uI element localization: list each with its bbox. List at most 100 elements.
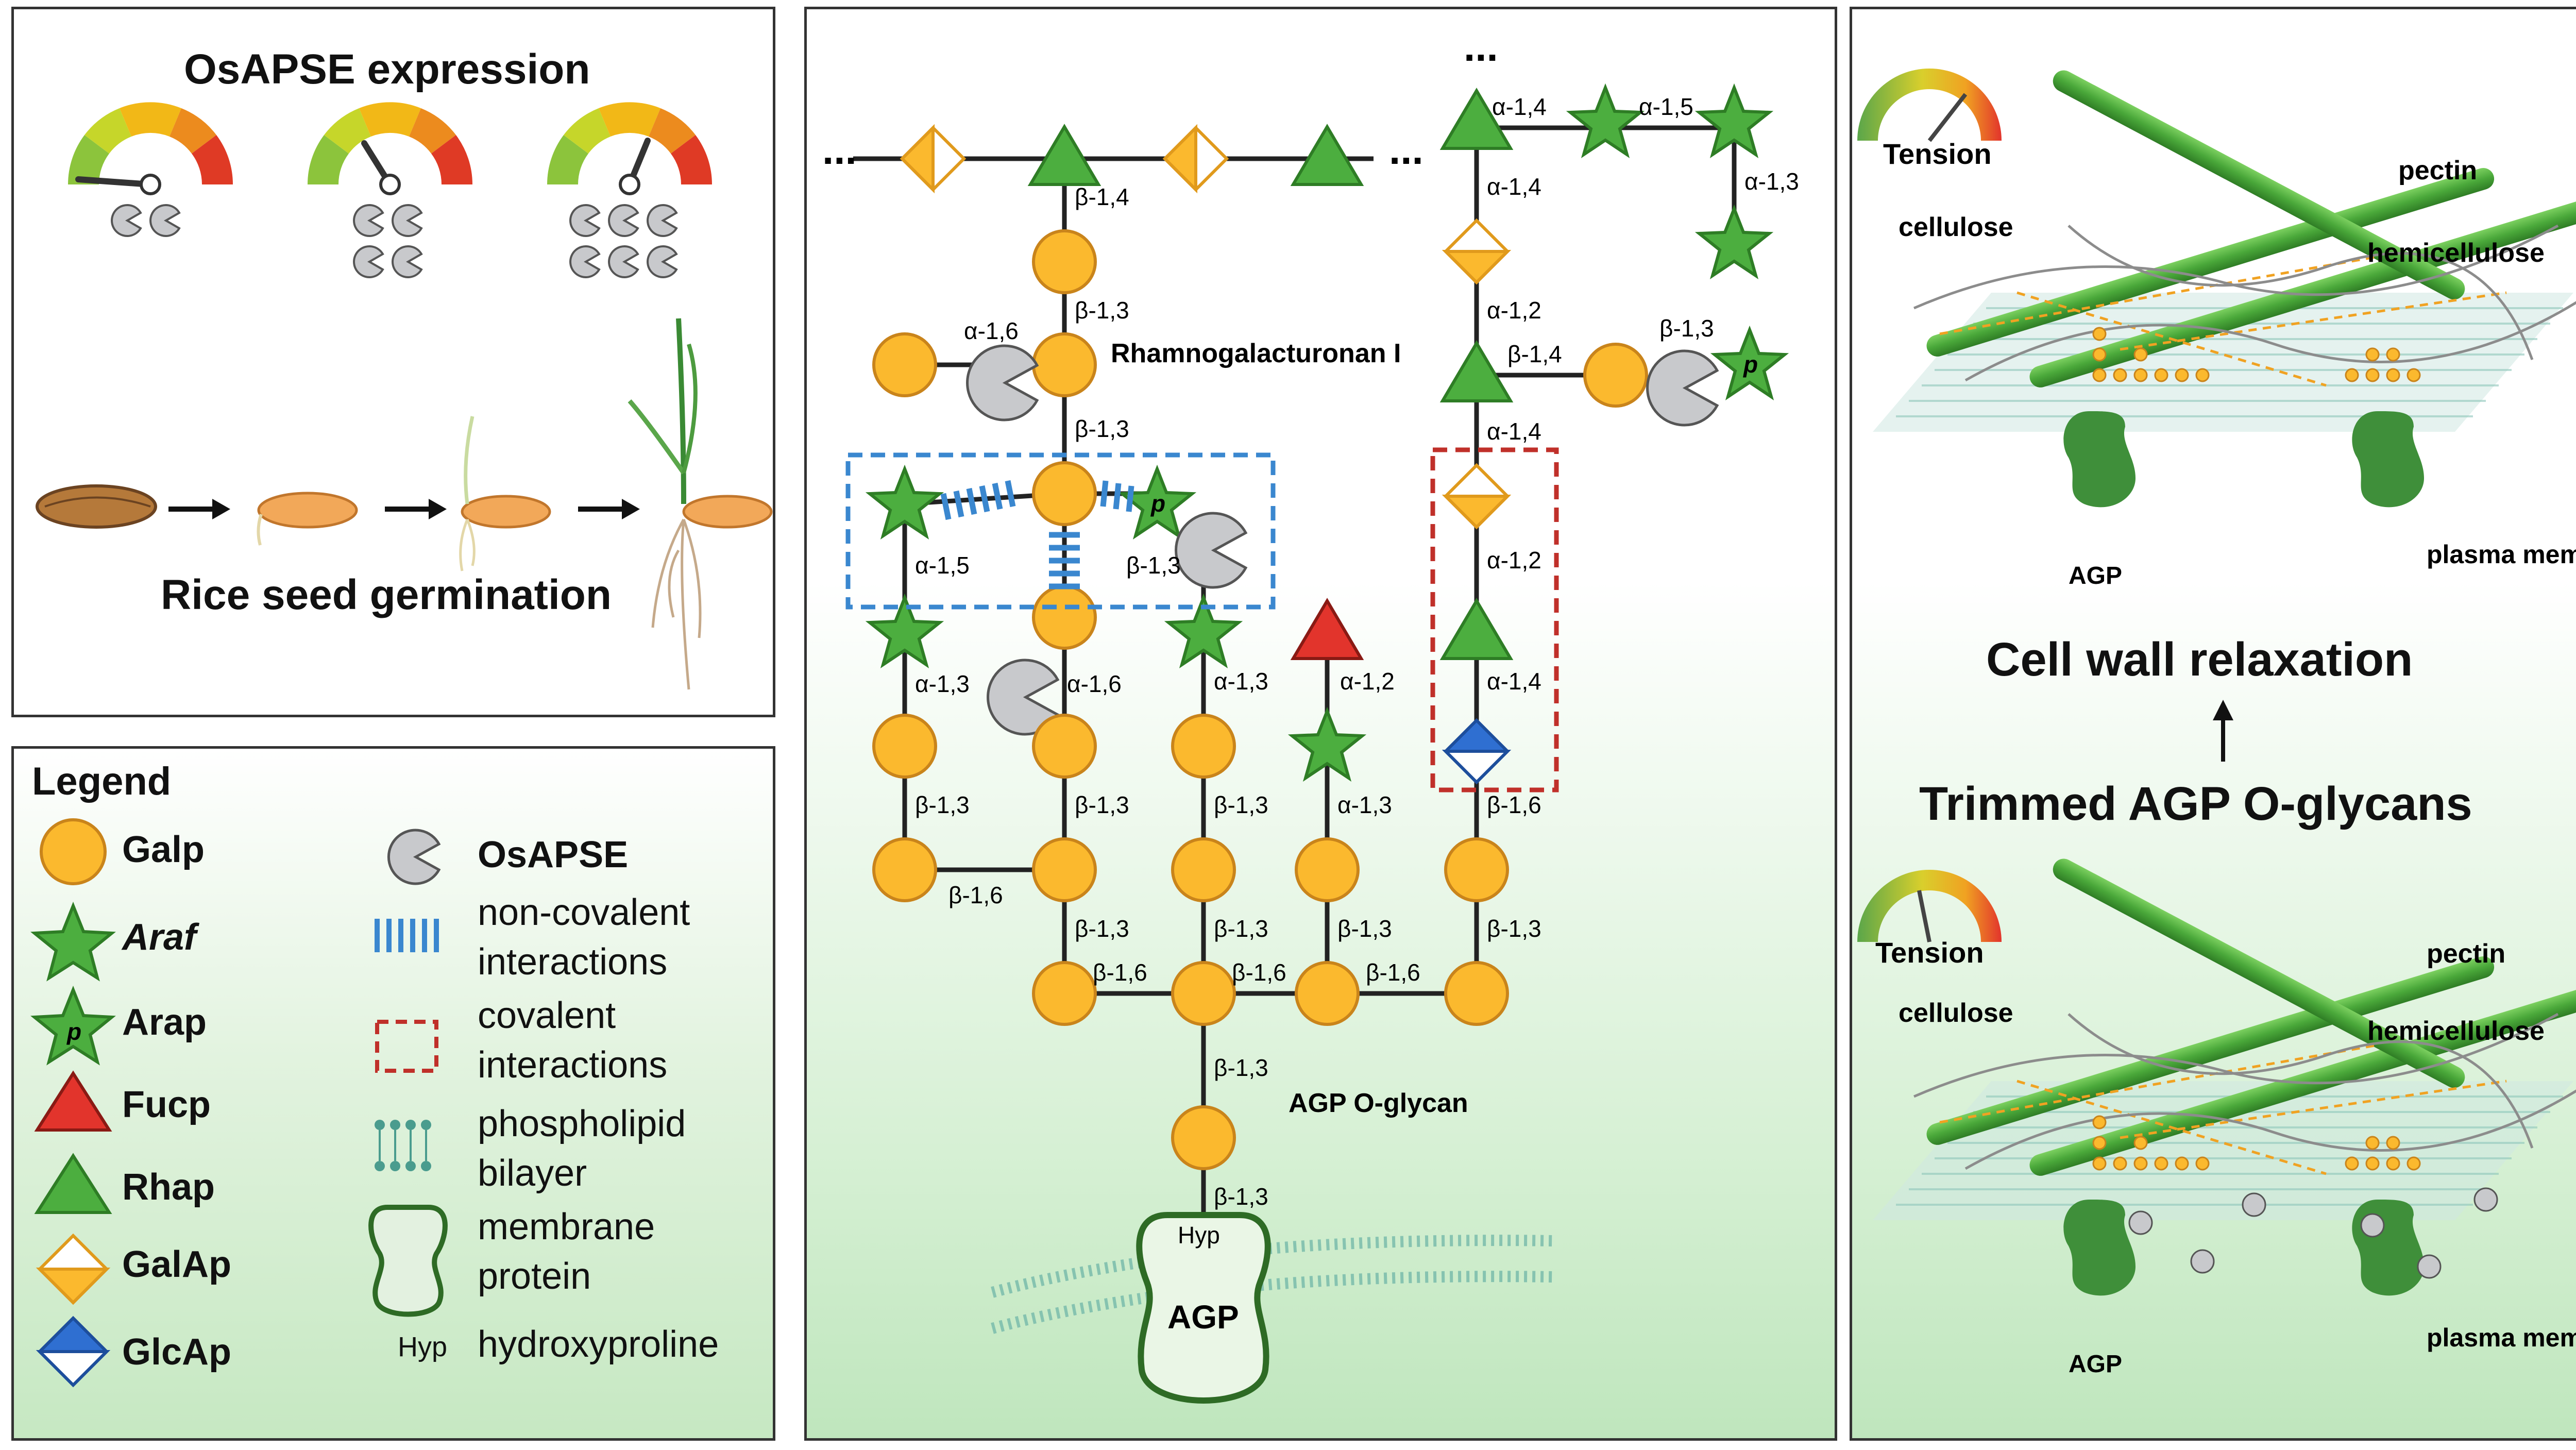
svg-text:α-1,2: α-1,2 — [1487, 297, 1541, 324]
legend-label-osapse: OsAPSE — [478, 834, 629, 875]
relaxation-label: Cell wall relaxation — [1986, 633, 2413, 686]
arap-mark-a1: p — [1150, 490, 1165, 517]
legend-galp-icon — [40, 818, 107, 885]
tension-gauge-top — [1857, 69, 2002, 142]
svg-text:α-1,3: α-1,3 — [1744, 168, 1799, 195]
covalent-box — [1430, 447, 1559, 793]
plasma-membrane-label-top: plasma membrane — [2427, 540, 2576, 569]
rhap-r2 — [1443, 343, 1511, 401]
seed-stage-1 — [36, 484, 157, 529]
svg-text:α-1,4: α-1,4 — [1492, 93, 1547, 120]
seed-stage-3 — [459, 416, 551, 571]
svg-text:α-1,4: α-1,4 — [1487, 418, 1541, 445]
glycan-structure: ... ... ... p — [822, 24, 1799, 1404]
cellulose-label-bottom: cellulose — [1899, 998, 2013, 1028]
agp-label-top: AGP — [2069, 562, 2122, 589]
expression-panel: OsAPSE expression Rice seed germination — [11, 7, 775, 717]
araf-r3 — [1699, 209, 1769, 276]
svg-text:β-1,6: β-1,6 — [1366, 959, 1420, 986]
osapse-in-wall — [2128, 1187, 2498, 1279]
tension-label-bottom: Tension — [1875, 936, 1984, 969]
gauge-low — [68, 102, 233, 195]
galp-r1 — [1585, 344, 1647, 406]
svg-text:α-1,5: α-1,5 — [915, 552, 970, 579]
expression-graphics — [36, 102, 773, 690]
svg-text:β-1,3: β-1,3 — [1487, 915, 1541, 942]
legend-title: Legend — [32, 760, 172, 803]
svg-text:α-1,3: α-1,3 — [1214, 668, 1268, 695]
legend-galap-icon — [36, 1233, 111, 1305]
legend-stripes-icon — [375, 919, 439, 952]
noncovalent-stripes — [940, 480, 1134, 589]
galap-r2 — [1446, 465, 1507, 527]
legend-label-rhap: Rhap — [122, 1167, 215, 1208]
hemicellulose-label-bottom: hemicellulose — [2367, 1016, 2545, 1046]
legend-label-glcap: GlcAp — [122, 1331, 232, 1373]
phospholipid-bilayer — [991, 1235, 1554, 1334]
ellipsis-right: ... — [1389, 127, 1423, 173]
ellipsis-left: ... — [822, 127, 857, 173]
svg-text:α-1,5: α-1,5 — [1639, 93, 1693, 120]
galp-main-3 — [1296, 963, 1358, 1024]
hemicellulose-label-top: hemicellulose — [2367, 238, 2545, 268]
legend-hyp-mark: Hyp — [398, 1331, 448, 1362]
trimmed-label: Trimmed AGP O-glycans — [1919, 778, 2472, 830]
osapse-a1 — [968, 346, 1037, 420]
plasma-membrane-label-bottom: plasma membrane — [2427, 1323, 2576, 1352]
legend-panel: Legend Galp Araf Arap Fucp Rhap GalAp Gl… — [11, 746, 775, 1441]
svg-text:α-1,2: α-1,2 — [1487, 547, 1541, 574]
svg-text:β-1,3: β-1,3 — [1337, 915, 1392, 942]
osapse-count-high — [569, 204, 677, 278]
agp-label: AGP — [1167, 1299, 1239, 1336]
legend-dashed-box-icon — [375, 1020, 438, 1073]
galp-a6 — [874, 715, 936, 777]
svg-text:α-1,6: α-1,6 — [964, 317, 1019, 344]
galp-b2 — [1173, 839, 1234, 901]
germination-title: Rice seed germination — [161, 571, 612, 618]
rhap-r3 — [1443, 601, 1511, 659]
svg-text:α-1,2: α-1,2 — [1340, 668, 1395, 695]
svg-text:β-1,3: β-1,3 — [1075, 915, 1129, 942]
svg-text:α-1,3: α-1,3 — [1337, 791, 1392, 818]
galp-a9 — [1033, 839, 1095, 901]
legend-label-noncovalent: non-covalent interactions — [478, 892, 690, 983]
galap-1 — [902, 128, 964, 190]
svg-text:β-1,6: β-1,6 — [1093, 959, 1147, 986]
legend-label-covalent: covalent interactions — [478, 995, 668, 1086]
legend-symbols: p — [30, 818, 448, 1388]
svg-text:α-1,4: α-1,4 — [1487, 173, 1541, 200]
svg-text:β-1,6: β-1,6 — [1487, 791, 1541, 818]
galp-c1 — [1296, 839, 1358, 901]
legend-osapse-icon — [387, 829, 441, 885]
galp-a1 — [1033, 231, 1095, 293]
seed-stage-4 — [628, 318, 773, 690]
ellipsis-top: ... — [1464, 24, 1498, 70]
galp-a8 — [874, 839, 936, 901]
svg-text:β-1,3: β-1,3 — [1659, 315, 1714, 342]
galp-r2 — [1446, 839, 1507, 901]
fucp-1 — [1293, 601, 1361, 659]
legend-label-galp: Galp — [122, 829, 205, 870]
cellulose-label-top: cellulose — [1899, 212, 2013, 242]
galp-a2 — [1033, 334, 1095, 396]
galp-main-1 — [1033, 963, 1095, 1024]
svg-text:β-1,3: β-1,3 — [1075, 297, 1129, 324]
araf-r1 — [1570, 88, 1640, 155]
svg-text:β-1,4: β-1,4 — [1075, 183, 1129, 210]
noncovalent-box — [845, 452, 1276, 610]
svg-text:α-1,6: α-1,6 — [1067, 670, 1122, 697]
agp-glycan-label: AGP O-glycan — [1289, 1088, 1468, 1118]
legend-label-bilayer: phospholipid bilayer — [478, 1103, 686, 1194]
galp-main-2 — [1173, 963, 1234, 1024]
legend-glcap-icon — [36, 1316, 111, 1388]
svg-text:β-1,3: β-1,3 — [1214, 1183, 1268, 1210]
svg-text:β-1,6: β-1,6 — [948, 882, 1003, 908]
svg-text:β-1,3: β-1,3 — [1075, 415, 1129, 442]
svg-text:α-1,4: α-1,4 — [1487, 668, 1541, 695]
osapse-r1 — [1648, 351, 1717, 425]
galap-2 — [1165, 128, 1227, 190]
legend-rhap-icon — [34, 1153, 112, 1214]
galp-a3 — [874, 334, 936, 396]
gauge-high — [547, 102, 712, 195]
gauge-mid — [308, 102, 472, 195]
